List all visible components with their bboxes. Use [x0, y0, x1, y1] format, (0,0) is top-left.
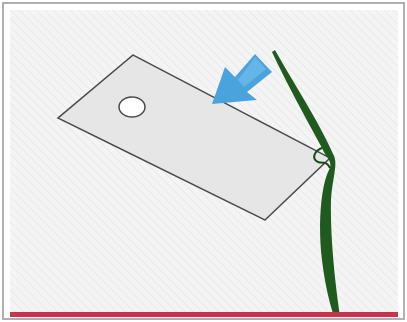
tag-hole-icon: [118, 96, 146, 118]
frame-border: [2, 2, 405, 320]
plant-stem-icon: [272, 50, 340, 316]
ground-line: [10, 312, 398, 317]
pointing-arrow-icon: [212, 54, 272, 104]
hang-tag-icon: [56, 54, 332, 221]
